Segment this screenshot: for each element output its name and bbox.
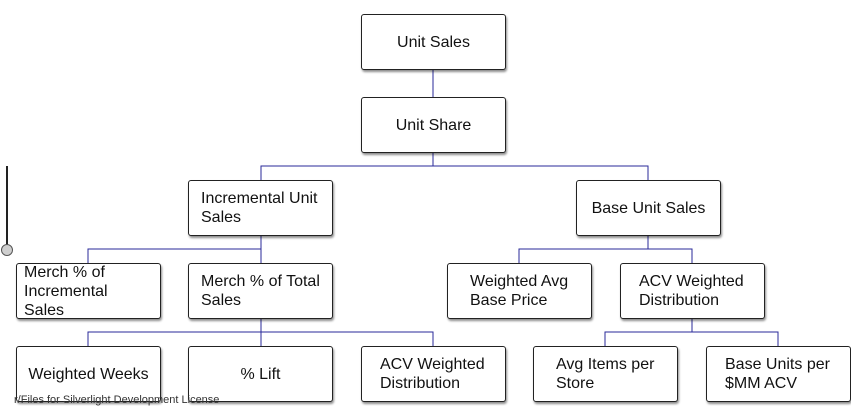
node-label-line-1: Merch % of — [24, 263, 105, 281]
zoom-slider-track[interactable] — [6, 166, 8, 248]
node-label-line-1: Base Units per — [725, 356, 830, 373]
node-label-line-2: $MM ACV — [725, 375, 798, 392]
node-label: Weighted Weeks — [28, 365, 149, 383]
node-label-line-2: Distribution — [380, 375, 461, 392]
node-label-line-2: Sales — [201, 292, 242, 309]
license-watermark-text: r/Files for Silverlight Development Lice… — [14, 394, 220, 406]
node-label-line-2: Distribution — [639, 292, 720, 309]
node-weighted-weeks[interactable]: Weighted Weeks — [16, 346, 161, 402]
zoom-slider-thumb[interactable] — [1, 244, 13, 256]
node-merch-pct-incremental-sales[interactable]: Merch % of Incremental Sales — [16, 263, 161, 319]
node-weighted-avg-base-price[interactable]: Weighted Avg Base Price — [447, 263, 592, 319]
node-label-line-1: ACV Weighted — [639, 273, 744, 290]
zoom-slider[interactable] — [0, 162, 14, 258]
node-unit-sales[interactable]: Unit Sales — [361, 14, 506, 70]
node-label-line-1: Avg Items per — [556, 356, 655, 373]
node-unit-share[interactable]: Unit Share — [361, 97, 506, 153]
node-label-line-2: Store — [556, 375, 595, 392]
node-label-line-2: Base Price — [470, 292, 548, 309]
node-label-line-2: Sales — [201, 209, 242, 226]
node-avg-items-per-store[interactable]: Avg Items per Store — [533, 346, 678, 402]
node-label-line-1: ACV Weighted — [380, 356, 485, 373]
node-label-line-1: Incremental Unit — [201, 190, 318, 207]
node-label: % Lift — [240, 365, 281, 383]
node-merch-pct-total-sales[interactable]: Merch % of Total Sales — [188, 263, 333, 319]
node-label-line-1: Weighted Avg — [470, 273, 569, 290]
node-label-line-1: Merch % of Total — [201, 273, 320, 290]
node-label: Base Unit Sales — [591, 199, 706, 217]
node-acv-weighted-distribution-2[interactable]: ACV Weighted Distribution — [361, 346, 506, 402]
node-base-unit-sales[interactable]: Base Unit Sales — [576, 180, 721, 236]
node-label: Unit Sales — [397, 33, 470, 51]
node-base-units-per-mm-acv[interactable]: Base Units per $MM ACV — [706, 346, 851, 402]
node-incremental-unit-sales[interactable]: Incremental Unit Sales — [188, 180, 333, 236]
node-label-line-2: Incremental Sales — [24, 282, 108, 319]
node-label: Unit Share — [395, 116, 472, 134]
node-pct-lift[interactable]: % Lift — [188, 346, 333, 402]
node-acv-weighted-distribution[interactable]: ACV Weighted Distribution — [620, 263, 765, 319]
